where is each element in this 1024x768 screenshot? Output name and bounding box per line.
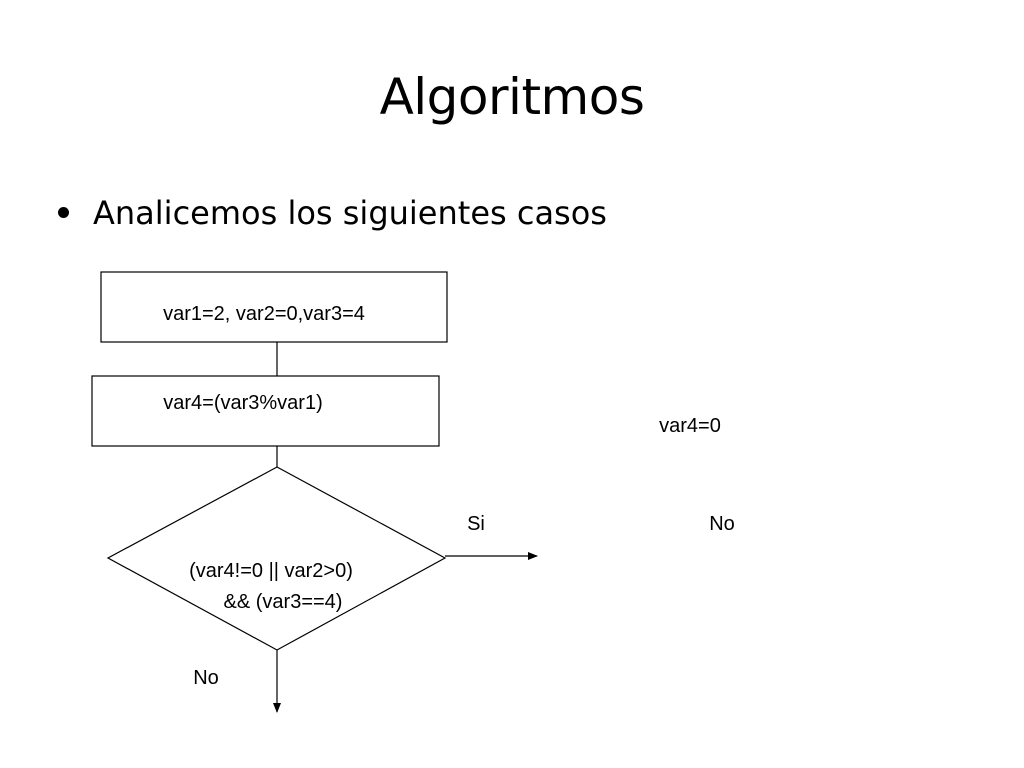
box-assign-text: var4=(var3%var1) (163, 392, 323, 414)
bullet-text: Analicemos los siguientes casos (93, 194, 607, 232)
result-annotation: var4=0 (659, 415, 721, 437)
flowchart-box-init (100, 271, 448, 343)
decision-text-line2: && (var3==4) (224, 591, 343, 613)
label-no-right: No (709, 513, 735, 535)
decision-text-line1: (var4!=0 || var2>0) (189, 560, 353, 582)
box-init-text: var1=2, var2=0,var3=4 (163, 303, 365, 325)
slide-title: Algoritmos (379, 68, 645, 126)
label-yes: Si (467, 513, 485, 535)
bullet-dot-icon (58, 206, 69, 218)
bullet-item: Analicemos los siguientes casos (58, 190, 607, 236)
flowchart-decision-diamond (106, 466, 447, 651)
label-no-bottom: No (193, 667, 219, 689)
flowchart-box-assign (91, 375, 440, 447)
